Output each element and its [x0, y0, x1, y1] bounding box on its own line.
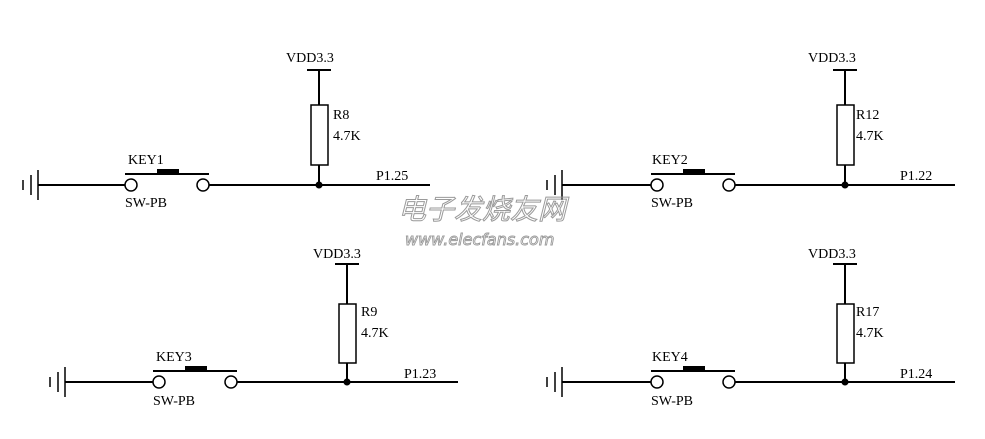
key-label: KEY1	[128, 153, 164, 168]
watermark: 电子发烧友网 www.elecfans.com	[398, 193, 571, 250]
port-label: P1.22	[900, 169, 932, 184]
resistor-label: R8	[333, 108, 349, 123]
pullup-resistor	[310, 104, 329, 166]
ground-symbol	[22, 170, 39, 200]
switch-type-label: SW-PB	[125, 196, 167, 211]
resistor-value: 4.7K	[361, 326, 389, 341]
port-label: P1.25	[376, 169, 408, 184]
switch-type-label: SW-PB	[651, 196, 693, 211]
watermark-url: www.elecfans.com	[405, 230, 554, 249]
switch-type-label: SW-PB	[153, 394, 195, 409]
resistor-value: 4.7K	[856, 129, 884, 144]
pushbutton-switch	[124, 169, 210, 192]
ground-symbol	[49, 367, 66, 397]
watermark-title: 电子发烧友网	[398, 193, 570, 226]
pullup-resistor	[836, 303, 855, 364]
supply-label: VDD3.3	[808, 247, 856, 262]
resistor-label: R9	[361, 305, 377, 320]
supply-label: VDD3.3	[313, 247, 361, 262]
circuit-key1: VDD3.3 R8 4.7K KEY1 SW-PB P1.25	[22, 51, 430, 211]
pushbutton-switch	[650, 169, 736, 192]
key-label: KEY2	[652, 153, 688, 168]
circuit-key3: VDD3.3 R9 4.7K KEY3 SW-PB P1.23	[49, 247, 458, 409]
pullup-resistor	[836, 104, 855, 166]
circuit-key2: VDD3.3 R12 4.7K KEY2 SW-PB P1.22	[546, 51, 955, 211]
resistor-value: 4.7K	[333, 129, 361, 144]
switch-type-label: SW-PB	[651, 394, 693, 409]
port-label: P1.23	[404, 367, 436, 382]
supply-label: VDD3.3	[286, 51, 334, 66]
circuit-key4: VDD3.3 R17 4.7K KEY4 SW-PB P1.24	[546, 247, 955, 409]
key-label: KEY4	[652, 350, 688, 365]
pushbutton-switch	[650, 366, 736, 389]
port-label: P1.24	[900, 367, 932, 382]
pushbutton-switch	[152, 366, 238, 389]
resistor-label: R12	[856, 108, 879, 123]
resistor-label: R17	[856, 305, 879, 320]
key-label: KEY3	[156, 350, 192, 365]
resistor-value: 4.7K	[856, 326, 884, 341]
supply-label: VDD3.3	[808, 51, 856, 66]
ground-symbol	[546, 367, 563, 397]
pullup-resistor	[338, 303, 357, 364]
